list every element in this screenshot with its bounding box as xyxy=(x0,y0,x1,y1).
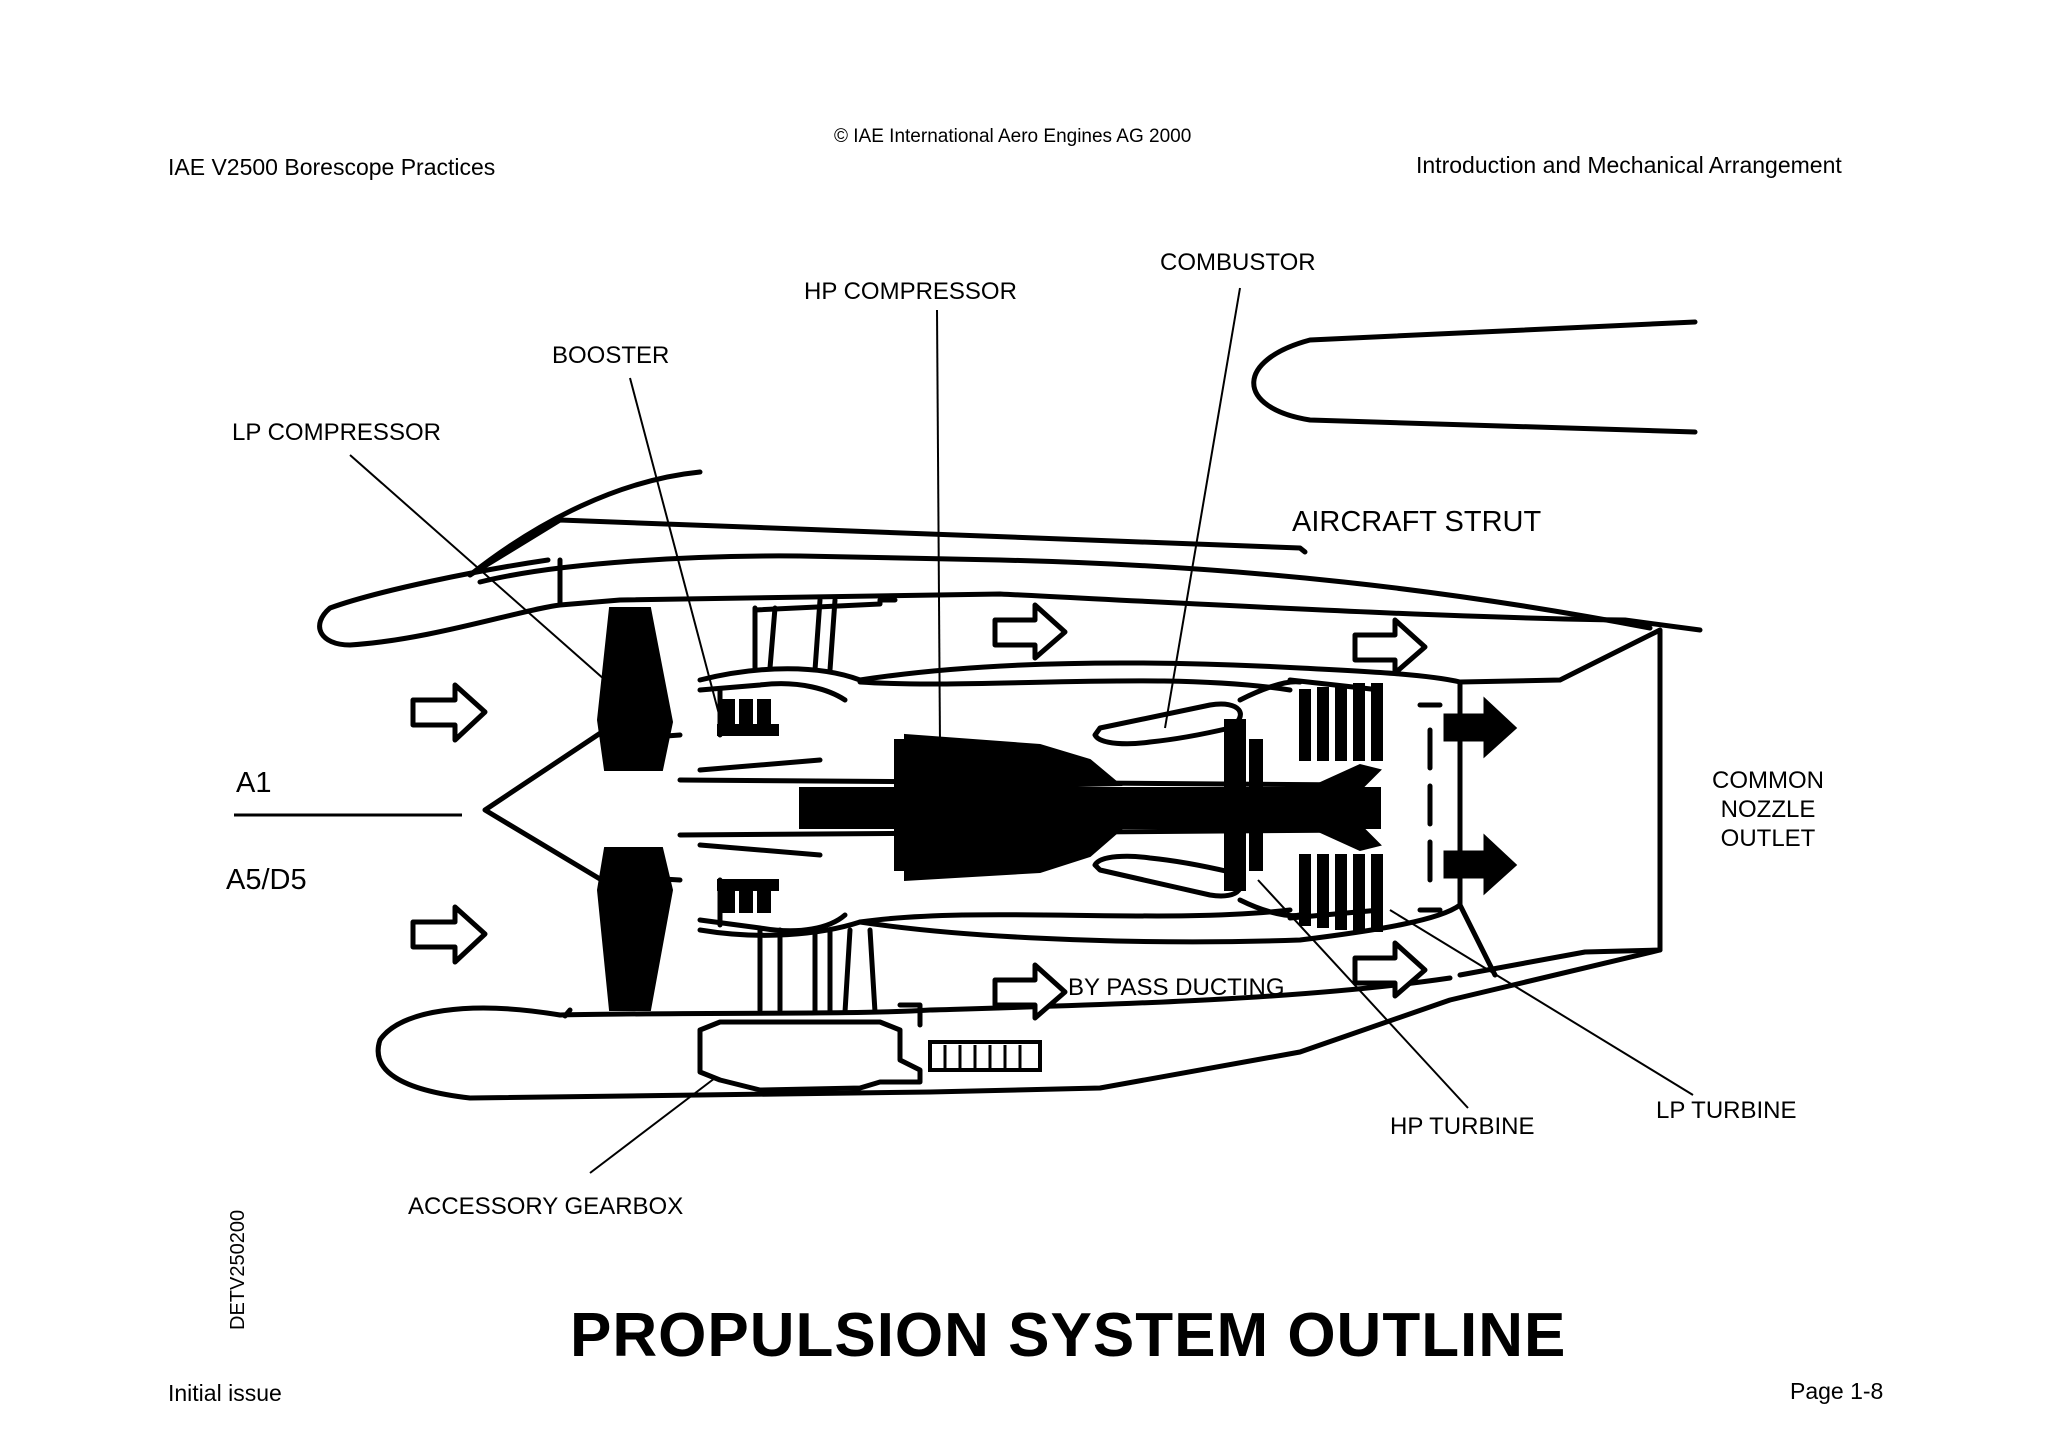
exhaust-arrow-lower xyxy=(1443,833,1518,896)
core-cowl-top xyxy=(697,660,1463,685)
fan-blade-upper xyxy=(596,607,674,771)
strut-outline xyxy=(1251,319,1698,435)
combustor-bottom xyxy=(1092,853,1243,899)
label-hp-compressor: HP COMPRESSOR xyxy=(804,278,1017,305)
flow-arrow-bypass-upper xyxy=(992,602,1068,661)
lp-turbine-blades xyxy=(1299,683,1383,932)
label-booster: BOOSTER xyxy=(552,342,670,369)
label-a5d5: A5/D5 xyxy=(226,864,307,896)
leader-lp-compressor xyxy=(349,454,606,681)
nacelle-bottom xyxy=(375,947,1663,1101)
core-shaft xyxy=(799,787,1381,829)
flow-arrow-bypass-lower xyxy=(992,962,1068,1021)
gearbox-outline xyxy=(697,1019,923,1093)
hp-compressor-rotor xyxy=(904,733,1123,792)
header-copyright: © IAE International Aero Engines AG 2000 xyxy=(834,126,1192,147)
header-left: IAE V2500 Borescope Practices xyxy=(168,154,496,180)
leader-hp-compressor xyxy=(936,309,941,746)
spinner xyxy=(482,727,608,885)
label-combustor: COMBUSTOR xyxy=(1160,249,1316,276)
label-hp-turbine: HP TURBINE xyxy=(1390,1113,1535,1140)
flow-arrow-bypass-right xyxy=(1352,940,1428,999)
combustor-top xyxy=(1092,701,1243,747)
label-aircraft-strut: AIRCRAFT STRUT xyxy=(1292,506,1542,538)
label-accessory-gearbox: ACCESSORY GEARBOX xyxy=(408,1193,684,1220)
leader-gearbox xyxy=(589,1077,716,1174)
leader-hp-turbine xyxy=(1257,879,1469,1109)
leader-combustor xyxy=(1164,287,1241,729)
footer-page-number: Page 1-8 xyxy=(1790,1378,1884,1404)
fan-blade-lower xyxy=(596,847,674,1011)
flow-arrow-intake-upper xyxy=(410,682,488,743)
leader-lp-turbine xyxy=(1389,909,1694,1096)
exhaust-arrow-upper xyxy=(1443,696,1518,759)
label-common: COMMON xyxy=(1712,767,1824,794)
flow-arrow-bypass-mid xyxy=(1352,617,1428,676)
footer-left: Initial issue xyxy=(168,1380,282,1406)
strut-lower-edge xyxy=(467,517,1308,578)
nacelle-top xyxy=(317,557,1703,648)
label-outlet: OUTLET xyxy=(1720,825,1816,852)
page-title: PROPULSION SYSTEM OUTLINE xyxy=(570,1301,1567,1370)
hp-turbine-disc xyxy=(1224,719,1246,891)
label-lp-turbine: LP TURBINE xyxy=(1656,1097,1797,1124)
flow-arrow-intake-lower xyxy=(410,904,488,965)
header-right: Introduction and Mechanical Arrangement xyxy=(1416,152,1842,178)
label-common-nozzle-outlet: COMMON NOZZLE OUTLET xyxy=(1706,766,1830,853)
label-lp-compressor: LP COMPRESSOR xyxy=(232,419,441,446)
label-nozzle: NOZZLE xyxy=(1720,796,1816,823)
label-by-pass-ducting: BY PASS DUCTING xyxy=(1068,974,1285,1001)
leader-booster xyxy=(629,377,721,719)
document-code: DETV250200 xyxy=(227,1209,249,1330)
label-a1: A1 xyxy=(236,767,272,799)
nozzle-outline xyxy=(1457,627,1663,978)
